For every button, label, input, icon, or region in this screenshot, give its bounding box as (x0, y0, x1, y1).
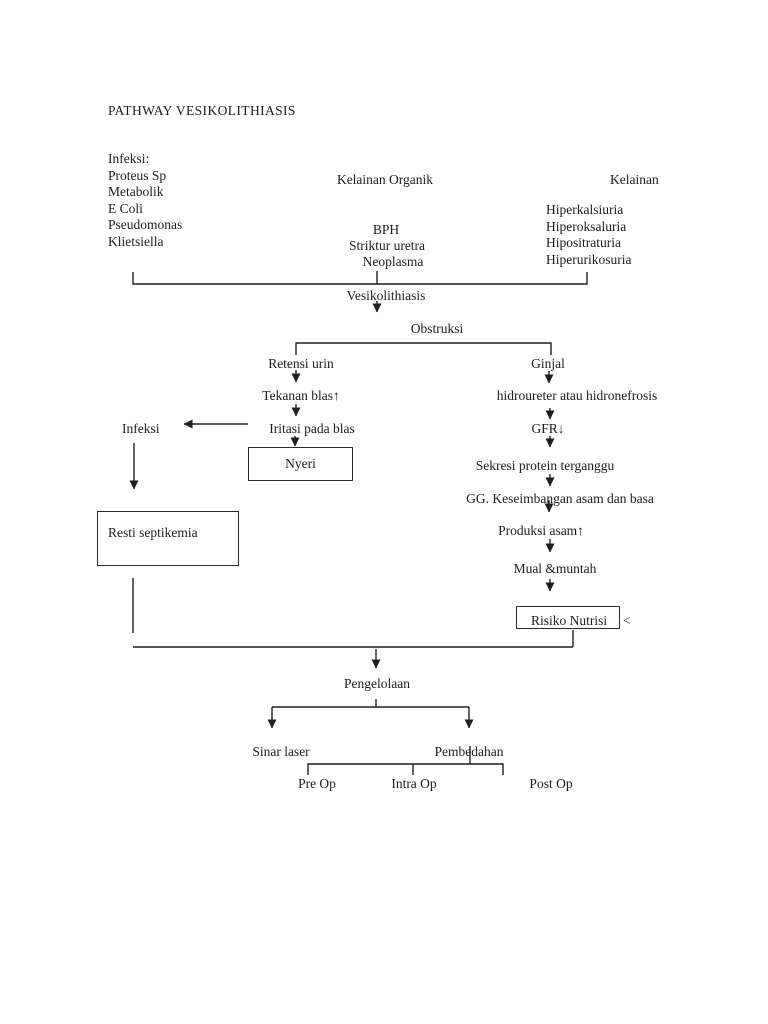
infection-item: Proteus Sp (108, 167, 167, 183)
node-retensi-urin: Retensi urin (268, 356, 334, 371)
infection-item: Klietsiella (108, 233, 164, 249)
metabolic-causes-list: Hiperkalsiuria Hiperoksaluria Hipositrat… (546, 202, 631, 268)
infection-item: Pseudomonas (108, 217, 183, 233)
node-gg-keseimbangan: GG. Keseimbangan asam dan basa (466, 491, 654, 506)
obstruksi-bracket (295, 342, 552, 355)
metabolic-item: Hiperurikosuria (546, 251, 632, 267)
resti-septikemia-label: Resti septikemia (108, 525, 198, 540)
node-tekanan-blas: Tekanan blas↑ (262, 388, 340, 403)
organic-item-striktur: Striktur uretra (348, 238, 426, 253)
metabolic-item: Hipositraturia (546, 235, 621, 251)
node-infeksi: Infeksi (122, 421, 160, 436)
risiko-nutrisi-label: Risiko Nutrisi (531, 613, 608, 628)
metabolic-heading: Kelainan (610, 172, 659, 187)
node-pengelolaan: Pengelolaan (344, 676, 410, 691)
organic-heading: Kelainan Organik (336, 172, 434, 187)
metabolic-item: Hiperoksaluria (546, 218, 627, 234)
node-iritasi-pada-blas: Iritasi pada blas (269, 421, 355, 436)
risiko-nutrisi-suffix: < (623, 613, 631, 628)
resti-septikemia-box: Resti septikemia (97, 511, 239, 566)
infection-item: E Coli (108, 200, 143, 216)
node-sinar-laser: Sinar laser (252, 744, 310, 759)
node-gfr: GFR↓ (531, 421, 565, 436)
nyeri-box: Nyeri (248, 447, 353, 481)
node-mual-muntah: Mual &muntah (513, 561, 597, 576)
infection-heading: Infeksi: (108, 151, 150, 166)
node-intra-op: Intra Op (391, 776, 437, 791)
node-obstruksi: Obstruksi (410, 321, 464, 336)
node-vesikolithiasis: Vesikolithiasis (346, 288, 426, 303)
node-pembedahan: Pembedahan (434, 744, 504, 759)
metabolic-item: Hiperkalsiuria (546, 202, 624, 217)
node-sekresi-protein: Sekresi protein terganggu (475, 458, 615, 473)
risiko-nutrisi-box: Risiko Nutrisi (516, 606, 620, 629)
page-title: PATHWAY VESIKOLITHIASIS (108, 103, 296, 118)
organic-item-neoplasma: Neoplasma (362, 254, 424, 269)
infection-item: Metabolik (108, 184, 164, 200)
causes-bracket (132, 272, 588, 285)
infection-causes-list: Infeksi: Proteus Sp Metabolik E Coli Pse… (108, 151, 182, 251)
node-pre-op: Pre Op (298, 776, 336, 791)
node-produksi-asam: Produksi asam↑ (498, 523, 584, 538)
node-post-op: Post Op (529, 776, 573, 791)
organic-item-bph: BPH (372, 222, 400, 237)
node-ginjal: Ginjal (531, 356, 565, 371)
pembedahan-bracket (307, 763, 504, 775)
nyeri-label: Nyeri (285, 456, 316, 471)
node-hidroureter: hidroureter atau hidronefrosis (496, 388, 658, 403)
